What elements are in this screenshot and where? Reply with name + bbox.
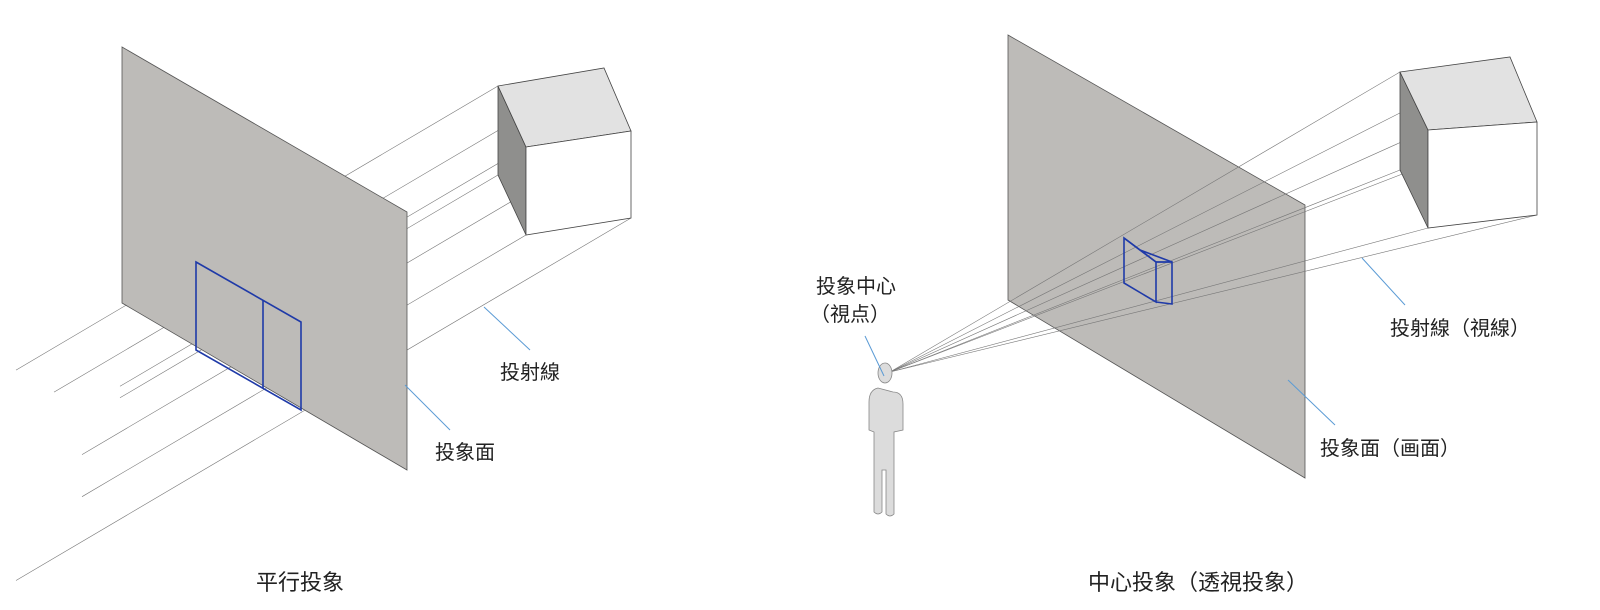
- ray-line: [889, 169, 1401, 373]
- label-picture-plane: 投象面（画面）: [1320, 436, 1460, 460]
- projected-image: [1123, 236, 1173, 305]
- leader-line-rays: [1361, 257, 1406, 306]
- leader-line-plane: [404, 384, 451, 431]
- ray-line: [889, 71, 1401, 373]
- label-projection-rays: 投射線: [500, 360, 560, 384]
- title-central-projection: 中心投象（透視投象）: [1088, 571, 1309, 596]
- viewer-figure: [868, 362, 904, 517]
- ray-line: [889, 214, 1538, 373]
- label-projection-plane: 投象面: [435, 440, 495, 464]
- leader-line-center: [864, 335, 885, 377]
- ray-line: [889, 227, 1429, 373]
- cube-object: [1399, 56, 1538, 229]
- leader-line-plane: [1287, 379, 1336, 426]
- cube-object: [497, 67, 632, 236]
- leader-line-rays: [483, 306, 531, 351]
- label-projection-center: 投象中心: [816, 274, 896, 298]
- ray-line: [889, 129, 1429, 373]
- parallel-projection: [15, 46, 632, 581]
- label-viewpoint: （視点）: [810, 302, 890, 326]
- central-projection: [864, 34, 1538, 517]
- viewer-body: [868, 387, 904, 517]
- label-sight-lines: 投射線（視線）: [1390, 316, 1530, 340]
- viewer-head: [877, 362, 893, 384]
- projected-image: [195, 260, 302, 412]
- projection-plane: [121, 46, 408, 471]
- title-parallel-projection: 平行投象: [256, 571, 345, 596]
